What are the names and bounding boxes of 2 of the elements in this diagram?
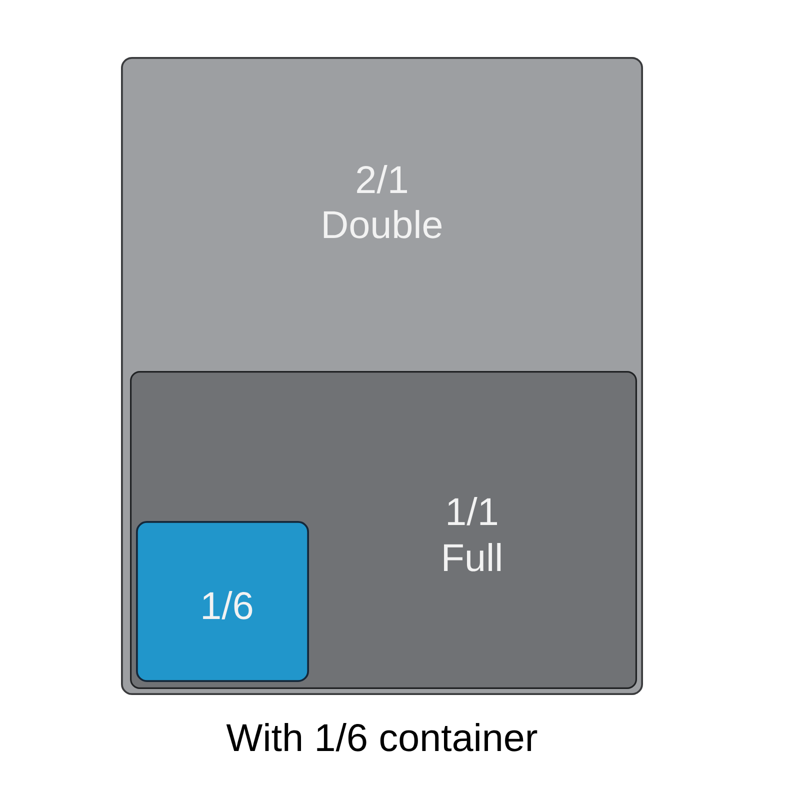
container-box: 1/6 — [136, 521, 309, 682]
caption: With 1/6 container — [226, 723, 538, 752]
